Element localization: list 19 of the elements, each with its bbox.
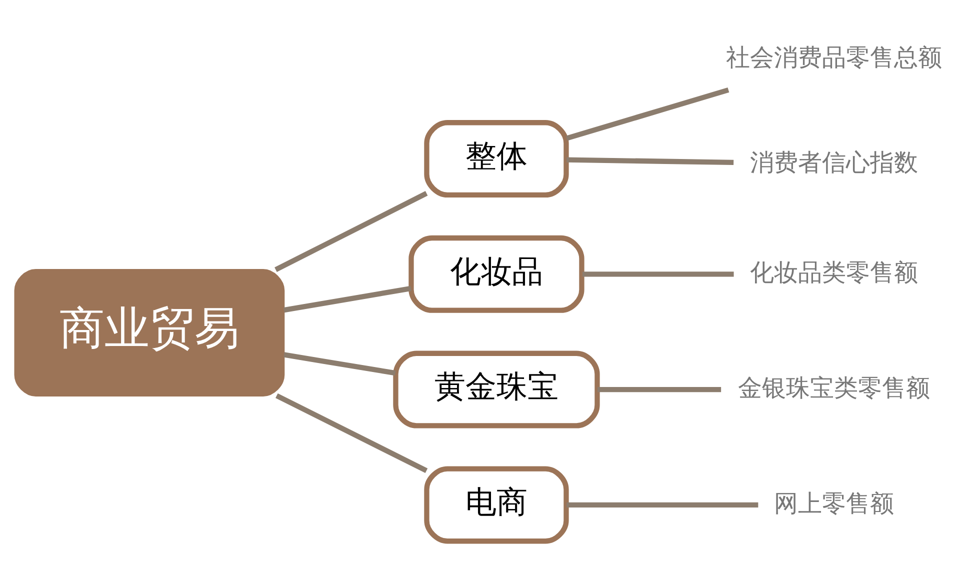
- node-text: 社会消费品零售总额: [726, 43, 942, 72]
- node-box: 商业贸易: [14, 269, 285, 396]
- connector: [276, 393, 428, 474]
- node-box: 电商: [424, 466, 569, 544]
- connector: [582, 272, 734, 277]
- connector: [566, 502, 758, 508]
- connector: [566, 87, 730, 141]
- node-text: 化妆品类零售额: [750, 258, 918, 287]
- connector: [284, 286, 412, 313]
- node-box: 黄金珠宝: [393, 350, 600, 428]
- node-text: 网上零售额: [774, 489, 894, 518]
- connector: [566, 157, 734, 165]
- connector: [274, 191, 428, 272]
- node-box: 整体: [424, 120, 569, 198]
- node-box: 化妆品: [408, 235, 584, 313]
- node-text: 消费者信心指数: [750, 148, 918, 176]
- connector: [284, 352, 396, 376]
- node-text: 金银珠宝类零售额: [738, 374, 930, 402]
- connector: [598, 386, 722, 392]
